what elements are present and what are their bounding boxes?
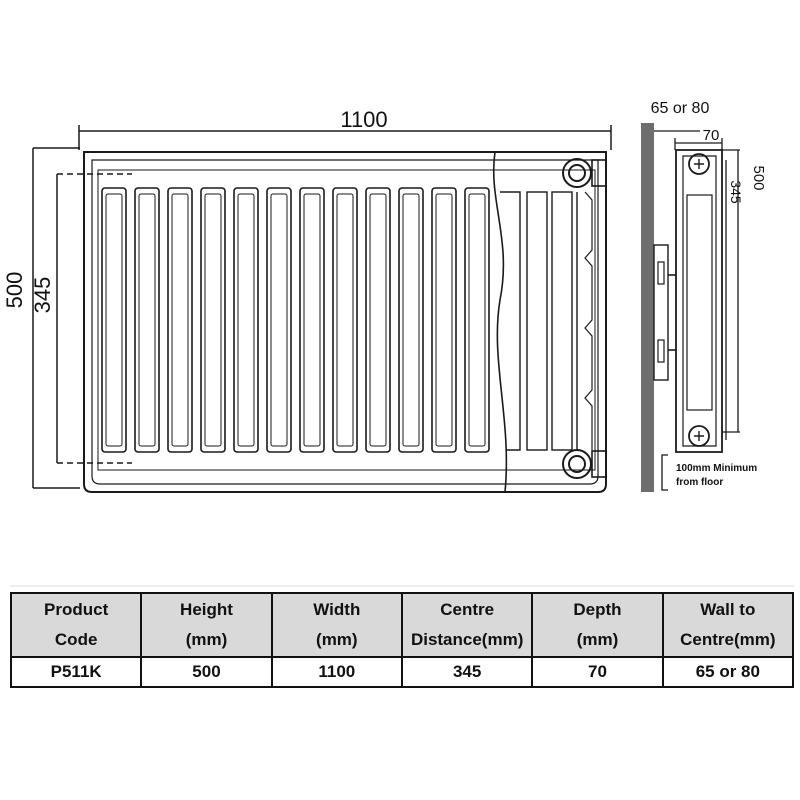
- cell-depth: 70: [531, 656, 664, 688]
- header-line1: Width: [313, 600, 361, 619]
- internal-convector-fins: [500, 191, 593, 451]
- header-line1: Height: [180, 600, 233, 619]
- header-line2: Code: [54, 630, 98, 649]
- table-row: P511K 500 1100 345 70 65 or 80: [9, 656, 795, 688]
- height-dimension-line: [32, 147, 80, 489]
- centre-dimension-line: [56, 173, 132, 464]
- header-product-code: Product Code: [9, 592, 143, 658]
- side-centre-label: 345: [728, 180, 744, 204]
- header-depth: Depth (mm): [531, 592, 664, 658]
- side-bottom-connection-icon: [688, 425, 710, 447]
- header-width: Width (mm): [270, 592, 403, 658]
- radiator-dimension-diagram: 1100 500 345: [2, 100, 767, 493]
- specification-table: Product Code Height (mm) Width (mm) Cent…: [9, 592, 795, 688]
- header-line1: Depth: [573, 600, 622, 619]
- front-view: [32, 125, 612, 493]
- header-line1: Product: [44, 600, 109, 619]
- side-view: [641, 123, 740, 492]
- side-top-connection-icon: [688, 153, 710, 175]
- header-line2: (mm): [576, 630, 619, 649]
- cell-width: 1100: [270, 656, 403, 688]
- header-line2: Centre(mm): [680, 630, 776, 649]
- cell-height: 500: [140, 656, 273, 688]
- cell-wall-to-centre: 65 or 80: [661, 656, 795, 688]
- floor-note-line1: 100mm Minimum: [676, 463, 757, 474]
- header-line2: Distance(mm): [410, 630, 524, 649]
- radiator-front-body: [83, 151, 607, 493]
- width-dimension-line: [78, 125, 612, 150]
- header-height: Height (mm): [140, 592, 273, 658]
- floor-clearance-bracket: [661, 454, 668, 491]
- wall-distance-label: 65 or 80: [651, 100, 710, 117]
- height-label: 500: [2, 272, 27, 309]
- bottom-connection-icon: [562, 449, 607, 479]
- table-header-row: Product Code Height (mm) Width (mm) Cent…: [9, 592, 795, 658]
- header-centre-distance: Centre Distance(mm): [400, 592, 534, 658]
- cell-product-code: P511K: [9, 656, 143, 688]
- wall: [641, 123, 654, 492]
- header-line1: Centre: [440, 600, 495, 619]
- table-guide-lines: [10, 585, 794, 587]
- radiator-side-body: [675, 149, 723, 453]
- width-label: 1100: [340, 107, 387, 132]
- header-line1: Wall to: [700, 600, 756, 619]
- side-height-label: 500: [750, 165, 767, 190]
- floor-note-line2: from floor: [676, 477, 723, 488]
- top-connection-icon: [562, 158, 607, 188]
- depth-label: 70: [703, 127, 720, 144]
- radiator-fins: [101, 187, 490, 453]
- header-line2: (mm): [185, 630, 228, 649]
- wall-bracket: [653, 244, 669, 381]
- header-wall-to-centre: Wall to Centre(mm): [661, 592, 795, 658]
- header-line2: (mm): [316, 630, 358, 649]
- cutaway-break-line: [492, 151, 508, 493]
- cell-centre-distance: 345: [400, 656, 534, 688]
- centre-label: 345: [30, 277, 55, 314]
